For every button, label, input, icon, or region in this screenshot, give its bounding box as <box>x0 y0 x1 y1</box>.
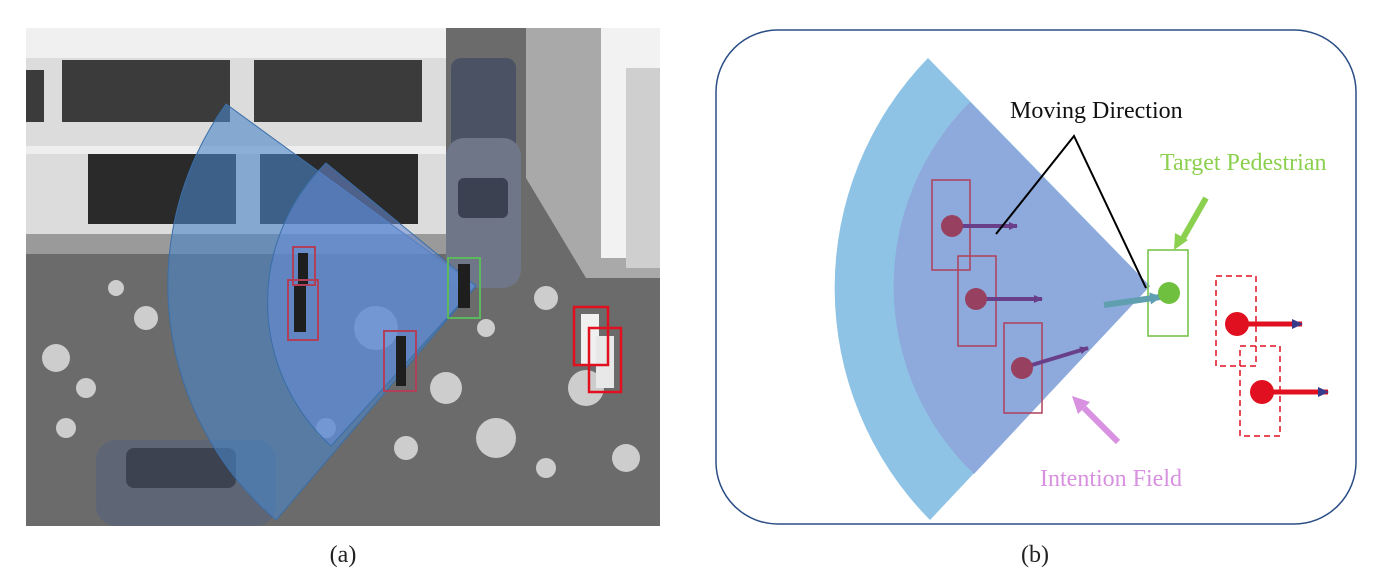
target-pedestrian-marker <box>1158 282 1180 304</box>
caption-a: (a) <box>329 542 357 568</box>
caption-b: (b) <box>1021 542 1049 568</box>
target-direction-arrow <box>1103 292 1162 308</box>
inner-intention-field <box>893 102 1150 474</box>
other-pedestrian-marker <box>1225 312 1249 336</box>
pedestrian-box-in-field <box>292 246 316 286</box>
moving-direction-leader-lines <box>995 134 1147 289</box>
target-pointer-arrowhead <box>1174 233 1188 250</box>
target-pedestrian-box <box>447 257 481 319</box>
pedestrian-marker <box>965 288 987 310</box>
pedestrian-figures <box>294 253 614 388</box>
pedestrian-box-in-field <box>1003 322 1043 414</box>
intention-field-diagram: Moving Direction Target Pedestrian Inten… <box>715 29 1357 525</box>
moving-direction-arrow <box>1021 346 1089 370</box>
other-pedestrian-box <box>587 326 623 394</box>
street-scene-photo <box>26 28 660 526</box>
building-roof-band <box>26 28 446 58</box>
building-window <box>26 70 44 122</box>
pedestrian-marker <box>941 215 963 237</box>
car-windshield <box>126 448 236 488</box>
other-pedestrian-marker <box>1250 380 1274 404</box>
other-pedestrian-box <box>572 305 610 367</box>
target-pedestrian-label: Target Pedestrian <box>1160 150 1327 176</box>
intention-field-pointer-arrow <box>1081 405 1121 445</box>
target-pedestrian-box <box>1147 249 1189 337</box>
parked-car <box>451 58 516 153</box>
other-pedestrian-box <box>1215 275 1257 367</box>
target-pointer-arrow <box>1179 196 1209 242</box>
inner-intention-field <box>267 162 477 447</box>
building-window <box>254 60 422 122</box>
pedestrian-marker <box>1011 357 1033 379</box>
moving-direction-label: Moving Direction <box>1010 98 1183 124</box>
pedestrian-box-in-field <box>383 330 417 392</box>
car-windshield <box>458 178 508 218</box>
wall-edge <box>626 68 660 268</box>
building-window <box>62 60 230 122</box>
intention-field-pointer-arrowhead <box>1072 396 1090 414</box>
pedestrian-box-in-field <box>287 279 319 341</box>
intention-field-label: Intention Field <box>1040 466 1182 492</box>
